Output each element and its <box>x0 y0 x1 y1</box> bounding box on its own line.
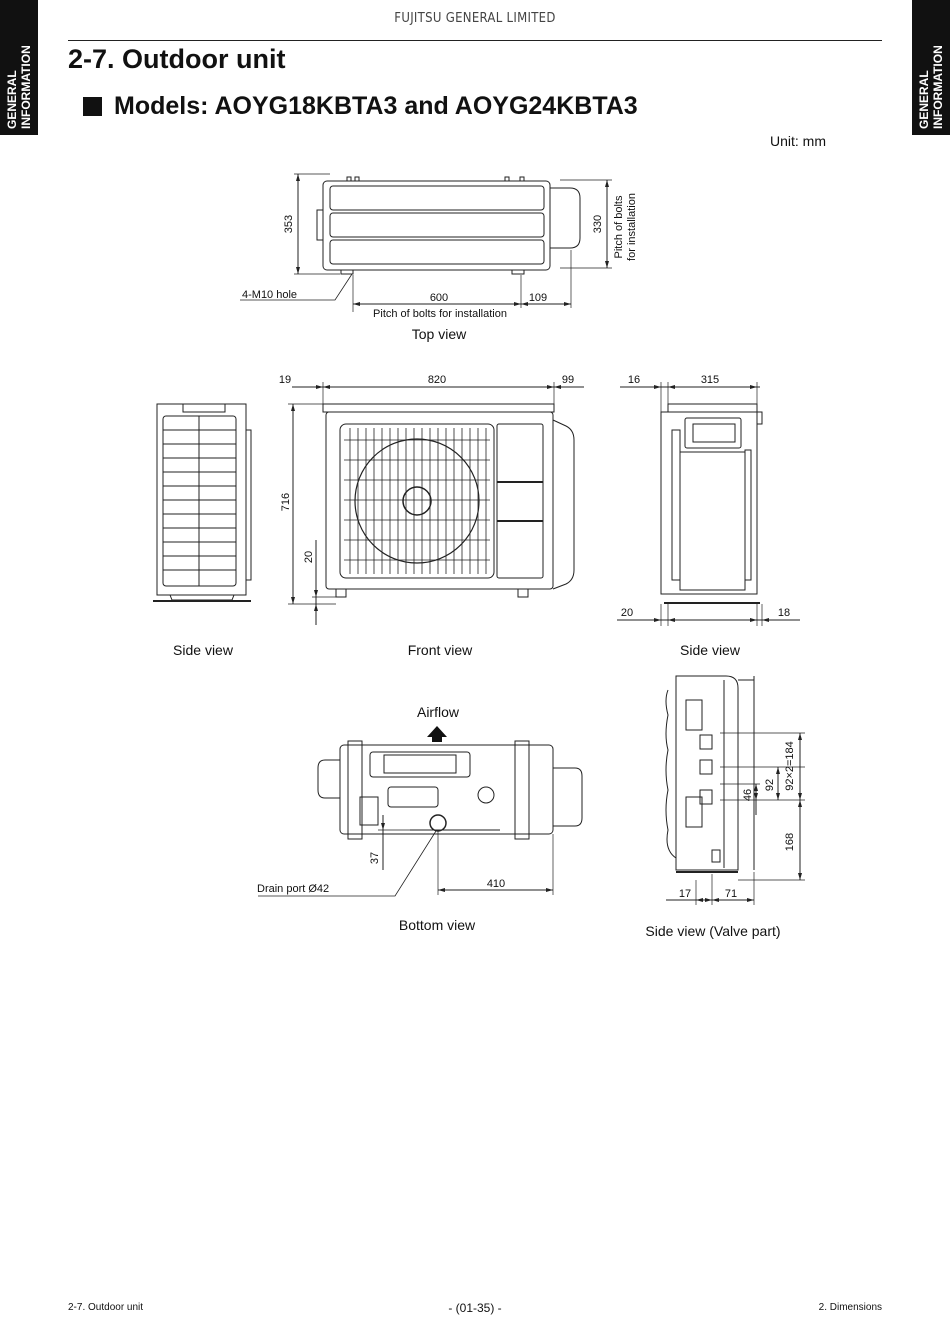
valve-dim-17: 17 <box>679 888 691 900</box>
drain-port-icon <box>429 814 447 832</box>
valve-dim-184: 92×2=184 <box>784 741 796 791</box>
side-right-dim-bottom-right: 18 <box>778 607 790 619</box>
side-right-caption: Side view <box>680 642 741 658</box>
valve-dim-168: 168 <box>784 833 796 851</box>
top-view <box>240 173 612 312</box>
footer-section: 2-7. Outdoor unit <box>68 1302 144 1313</box>
front-view-caption: Front view <box>408 642 473 658</box>
top-view-caption: Top view <box>412 326 467 342</box>
header-rule <box>68 40 882 41</box>
valve-dim-71: 71 <box>725 888 737 900</box>
top-dim-offset: 109 <box>529 292 547 304</box>
front-dim-right: 99 <box>562 374 574 386</box>
front-dim-base: 20 <box>303 551 315 563</box>
footer-page-number: - (01-35) - <box>448 1301 502 1315</box>
side-right-dim-bottom-left: 20 <box>621 607 633 619</box>
side-right-body <box>660 411 758 595</box>
valve-part-view <box>665 675 805 905</box>
top-dim-pitch-h: 600 <box>430 292 448 304</box>
bottom-body <box>339 744 554 835</box>
front-dim-left: 19 <box>279 374 291 386</box>
square-bullet-icon <box>83 97 102 116</box>
company-header: FUJITSU GENERAL LIMITED <box>394 11 556 26</box>
side-tab-left: GENERAL INFORMATION <box>0 0 38 135</box>
airflow-arrow-icon <box>427 726 447 742</box>
top-dim-depth: 353 <box>283 215 295 233</box>
bottom-dim-width: 410 <box>487 878 505 890</box>
front-dim-height: 716 <box>280 493 292 511</box>
front-top-cover <box>322 403 555 413</box>
valve-dim-92: 92 <box>764 779 776 791</box>
airflow-label: Airflow <box>417 704 460 720</box>
valve-dim-46: 46 <box>742 789 754 801</box>
side-view-left <box>153 403 252 602</box>
top-hole-label: 4-M10 hole <box>242 289 297 301</box>
valve-panel <box>675 675 739 871</box>
top-dim-pitch-v: 330 <box>592 215 604 233</box>
bottom-view <box>258 726 583 897</box>
top-pitch-v-label-1: Pitch of bolts <box>613 195 625 258</box>
top-pitch-v-label-2: for installation <box>626 193 638 261</box>
bottom-view-caption: Bottom view <box>399 917 476 933</box>
unit-label: Unit: mm <box>770 133 826 149</box>
fan-grille <box>339 423 495 579</box>
side-left-caption: Side view <box>173 642 234 658</box>
valve-view-caption: Side view (Valve part) <box>645 923 780 939</box>
side-right-dim-top-left: 16 <box>628 374 640 386</box>
side-view-right <box>617 382 800 626</box>
section-title: 2-7. Outdoor unit <box>68 44 286 74</box>
side-tab-right: GENERAL INFORMATION <box>912 0 950 135</box>
fan-icon <box>354 438 480 564</box>
model-title-row: Models: AOYG18KBTA3 and AOYG24KBTA3 <box>83 92 638 121</box>
front-view <box>288 382 584 625</box>
front-body <box>325 411 554 590</box>
drain-port-label: Drain port Ø42 <box>257 883 329 895</box>
top-view-valve-cover <box>550 187 581 249</box>
top-view-body <box>322 180 551 271</box>
front-dim-width: 820 <box>428 374 446 386</box>
footer-chapter: 2. Dimensions <box>818 1302 882 1313</box>
side-right-dim-top: 315 <box>701 374 719 386</box>
model-title: Models: AOYG18KBTA3 and AOYG24KBTA3 <box>114 92 638 120</box>
bottom-dim-offset: 37 <box>369 852 381 864</box>
top-pitch-h-label: Pitch of bolts for installation <box>373 308 507 320</box>
